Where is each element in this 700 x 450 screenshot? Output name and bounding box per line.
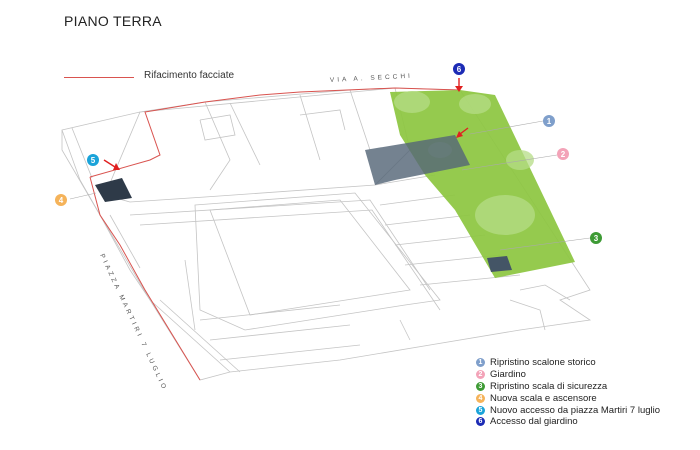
legend-dot-6: 6 [476, 417, 485, 427]
marker-4: 4 [55, 194, 67, 206]
marker-3: 3 [590, 232, 602, 244]
street-piazza-martiri: PIAZZA MARTIRI 7 LUGLIO [98, 253, 168, 393]
svg-text:6: 6 [457, 65, 462, 74]
legend-dot-2: 2 [476, 370, 485, 380]
legend-label-5: Nuovo accesso da piazza Martiri 7 luglio [490, 404, 661, 416]
svg-text:3: 3 [594, 234, 599, 243]
legend-item-3: 3 Ripristino scala di sicurezza [476, 381, 696, 393]
marker-bubbles: 1 2 3 4 5 6 [55, 63, 602, 244]
legend-label-3: Ripristino scala di sicurezza [490, 380, 608, 392]
facade-legend-line [64, 77, 134, 78]
legend-label-6: Accesso dal giardino [490, 416, 578, 428]
svg-text:2: 2 [561, 150, 566, 159]
marker-1: 1 [543, 115, 555, 127]
access-arrows [103, 78, 469, 170]
facade-line [89, 87, 461, 381]
marker-5: 5 [87, 154, 99, 166]
legend-label-1: Ripristino scalone storico [490, 357, 596, 369]
safety-stair-block [487, 256, 512, 272]
garden-area [390, 90, 575, 278]
facade-legend: Rifacimento facciate [64, 70, 304, 86]
marker-6: 6 [453, 63, 465, 75]
legend-label-2: Giardino [490, 369, 526, 381]
svg-text:1: 1 [547, 117, 552, 126]
legend-dot-4: 4 [476, 393, 485, 403]
legend-item-1: 1 Ripristino scalone storico [476, 357, 696, 369]
legend-item-4: 4 Nuova scala e ascensore [476, 392, 696, 404]
legend-item-5: 5 Nuovo accesso da piazza Martiri 7 lugl… [476, 404, 696, 416]
legend-dot-3: 3 [476, 381, 485, 391]
legend-dot-1: 1 [476, 358, 485, 368]
legend-item-6: 6 Accesso dal giardino [476, 416, 696, 428]
leader-lines [69, 120, 591, 251]
facade-legend-label: Rifacimento facciate [144, 70, 235, 81]
street-via-secchi: VIA A. SECCHI [330, 73, 413, 84]
svg-text:5: 5 [91, 156, 96, 165]
marker-2: 2 [557, 148, 569, 160]
legend-dot-5: 5 [476, 405, 485, 415]
legend-label-4: Nuova scala e ascensore [490, 392, 597, 404]
legend-item-2: 2 Giardino [476, 369, 696, 381]
page-title: PIANO TERRA [64, 13, 162, 29]
new-stair-elevator-block [95, 178, 132, 202]
marker-legend: 1 Ripristino scalone storico 2 Giardino … [476, 357, 696, 428]
historic-staircase-block [365, 135, 470, 185]
svg-text:4: 4 [59, 196, 64, 205]
garden-trees [394, 91, 535, 235]
building-walls [61, 87, 592, 381]
